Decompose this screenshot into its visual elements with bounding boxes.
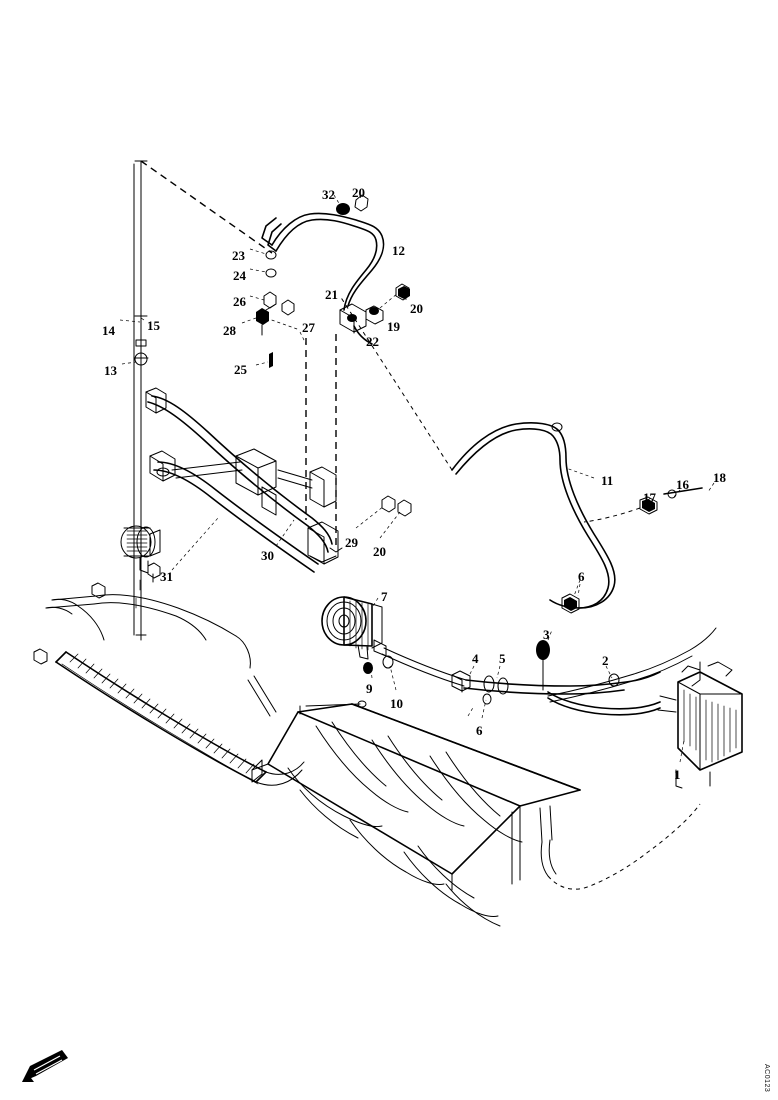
leaders-lower-center	[119, 311, 412, 571]
cowl-linkage-assembly	[120, 387, 339, 609]
suction-hose-11	[339, 295, 616, 614]
callout-20a: 20	[352, 185, 365, 200]
callout-1: 1	[674, 767, 681, 782]
callout-28: 28	[223, 323, 236, 338]
callout-20b: 20	[410, 301, 423, 316]
leader-lines-upper	[133, 160, 273, 641]
callout-17: 17	[643, 490, 656, 505]
engine-bracket-right	[539, 661, 743, 890]
callout-11: 11	[601, 473, 614, 488]
misc-fasteners-bottom	[299, 700, 475, 717]
callout-5: 5	[499, 651, 506, 666]
callout-18: 18	[713, 470, 726, 485]
source-arrow-mark	[22, 1050, 68, 1082]
callout-23: 23	[232, 248, 245, 263]
condenser	[33, 582, 305, 786]
callout-14: 14	[102, 323, 115, 338]
callout-26: 26	[233, 294, 246, 309]
callout-7: 7	[381, 589, 388, 604]
engine-intake-manifold	[251, 703, 581, 927]
callout-16: 16	[676, 477, 689, 492]
callout-9: 9	[366, 681, 373, 696]
callout-4: 4	[472, 651, 479, 666]
callout-20c: 20	[373, 544, 386, 559]
callout-31: 31	[160, 569, 173, 584]
liquid-line-right	[547, 482, 717, 703]
callout-13: 13	[104, 363, 117, 378]
callout-15: 15	[147, 318, 160, 333]
callout-10: 10	[390, 696, 403, 711]
callout-32: 32	[322, 187, 335, 202]
center-pipe-assembly	[451, 583, 685, 763]
sheet-corner-code: AC0123	[763, 1063, 770, 1092]
wiper-motor	[120, 525, 161, 574]
callout-24: 24	[233, 268, 246, 283]
callout-2: 2	[602, 653, 609, 668]
ac-compressor	[321, 596, 467, 691]
callout-19: 19	[387, 319, 400, 334]
callout-29: 29	[345, 535, 358, 550]
callout-30: 30	[261, 548, 274, 563]
callout-22: 22	[366, 334, 379, 349]
callout-12: 12	[392, 243, 405, 258]
callout-6a: 6	[476, 723, 483, 738]
upper-refrigerant-pipes	[261, 194, 410, 553]
callout-21: 21	[325, 287, 338, 302]
callout-25: 25	[234, 362, 247, 377]
callout-27: 27	[302, 320, 315, 335]
callout-3: 3	[543, 627, 550, 642]
callout-6b: 6	[578, 569, 585, 584]
fastener-cluster	[241, 248, 301, 368]
